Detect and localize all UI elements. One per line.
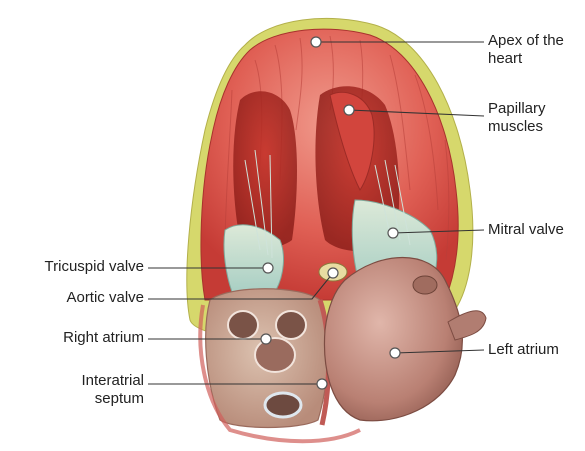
label-interatrial-septum: Interatrial septum bbox=[0, 372, 144, 408]
label-interatrial-line2: septum bbox=[0, 390, 144, 408]
label-tricuspid-valve: Tricuspid valve bbox=[0, 258, 144, 276]
label-apex-line1: Apex of the bbox=[488, 32, 564, 50]
label-apex-of-the-heart: Apex of the heart bbox=[488, 32, 564, 68]
label-aortic-valve: Aortic valve bbox=[0, 289, 144, 307]
label-right-atrium: Right atrium bbox=[0, 329, 144, 347]
label-papillary-line1: Papillary bbox=[488, 100, 546, 118]
label-apex-line2: heart bbox=[488, 50, 564, 68]
label-interatrial-line1: Interatrial bbox=[0, 372, 144, 390]
left-atrium bbox=[324, 258, 462, 421]
label-mitral-valve: Mitral valve bbox=[488, 221, 564, 239]
ventricle-cavity-left bbox=[233, 91, 297, 247]
label-papillary-line2: muscles bbox=[488, 118, 546, 136]
label-left-atrium: Left atrium bbox=[488, 341, 559, 359]
label-papillary-muscles: Papillary muscles bbox=[488, 100, 546, 136]
